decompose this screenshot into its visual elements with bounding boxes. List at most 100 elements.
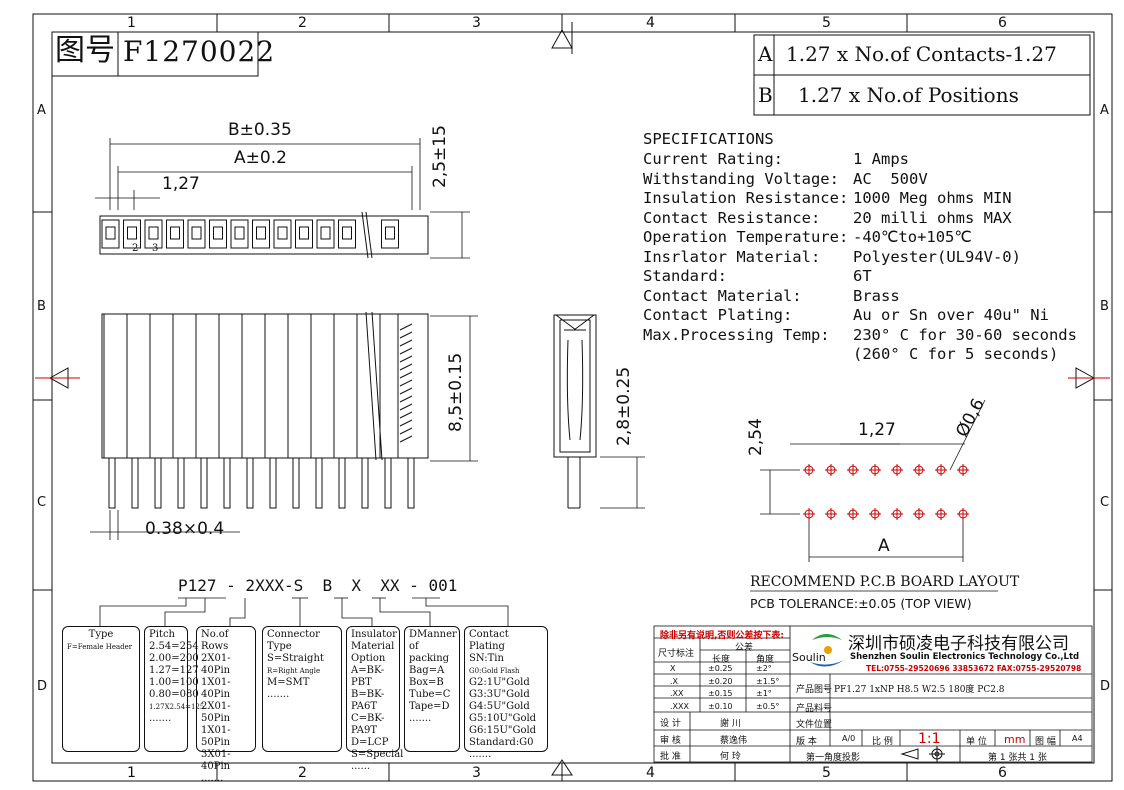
- scale: 1:1: [918, 731, 941, 747]
- column-label: 6: [998, 765, 1007, 781]
- pin: [200, 457, 208, 509]
- contact-cell: [123, 219, 141, 249]
- len-label: 长度: [712, 655, 731, 665]
- approve-name: 何 玲: [720, 752, 741, 762]
- row-label: B: [1100, 299, 1109, 314]
- row-label: B: [37, 299, 46, 314]
- tol-cell: ±0.15: [708, 689, 733, 698]
- option-title: No.of Rows: [201, 629, 229, 652]
- spec-key: Contact Material:: [643, 286, 802, 305]
- option-line: .......: [469, 749, 492, 760]
- tol-cell: ±2°: [756, 664, 772, 673]
- tol-note: 除非另有说明,否则公差按下表:: [660, 631, 785, 641]
- column-label: 6: [998, 15, 1007, 31]
- spec-key: Current Rating:: [643, 150, 783, 168]
- tol-cell: .X: [670, 676, 679, 686]
- column-label: 3: [472, 765, 481, 781]
- option-line: .......: [409, 713, 432, 724]
- tol-header: 公差: [735, 643, 754, 653]
- spec-value: (260° C for 5 seconds): [853, 345, 1059, 363]
- option-line: 2.54=254: [149, 641, 199, 652]
- tol-cell: ±1°: [756, 689, 772, 698]
- tol-cell: ±0.5°: [756, 701, 780, 711]
- spec-key: Operation Temperature:: [643, 228, 849, 246]
- spec-key: Withstanding Voltage:: [643, 169, 839, 188]
- contact-hole: [213, 226, 223, 240]
- formula-text-b: 1.27 x No.of Positions: [798, 83, 1019, 107]
- spec-value: Brass: [853, 286, 900, 305]
- pin: [407, 457, 415, 509]
- side-view: [553, 314, 597, 509]
- pin: [108, 457, 116, 509]
- spec-value: 230° C for 30-60 seconds: [853, 325, 1077, 344]
- option-line: B=BK-PA6T: [351, 689, 385, 712]
- contact-hole: [256, 226, 266, 240]
- spec-value: 6T: [853, 267, 872, 285]
- pcb-layout-title: RECOMMEND P.C.B BOARD LAYOUT: [750, 574, 1020, 590]
- contact-hole: [320, 226, 331, 240]
- contact-hole: [385, 226, 395, 240]
- option-line: .......: [201, 773, 224, 784]
- column-label: 1: [127, 15, 136, 31]
- contact-cell: [316, 219, 335, 249]
- spec-key: Standard:: [643, 267, 727, 285]
- pin: [338, 457, 346, 509]
- option-line: G2:1U"Gold: [469, 677, 530, 688]
- option-title: Type: [88, 629, 114, 640]
- option-line: 1.27X2.54=125: [149, 703, 205, 711]
- option-line: Standard:G0: [469, 737, 534, 748]
- tol-cell: X: [670, 664, 676, 673]
- tol-cell: ±0.25: [708, 664, 733, 673]
- pin: [131, 457, 139, 509]
- column-label: 1: [127, 765, 136, 781]
- dim-body-h: 8,5±0.15: [446, 352, 466, 432]
- option-line: Tube=C: [409, 689, 451, 700]
- pin-num-2: 2: [132, 243, 139, 254]
- dim-pcb-pitch: 1,27: [858, 420, 896, 440]
- company-en: Shenzhen Soulin Electronics Technology C…: [850, 652, 1080, 662]
- option-line: .......: [149, 713, 172, 724]
- spec-value: 1000 Meg ohms MIN: [853, 189, 1012, 207]
- column-label: 2: [298, 15, 307, 31]
- option-line: G6:15U"Gold: [469, 725, 537, 736]
- option-title: Pitch: [149, 629, 175, 640]
- row-label: A: [37, 103, 46, 118]
- contact-hole: [277, 226, 288, 240]
- spec-value: AC 500V: [853, 169, 928, 188]
- part-code: P127 - 2XXX-S B X XX - 001: [178, 576, 458, 595]
- page-label: 第 1 张共 1 张: [988, 753, 1047, 763]
- product-no-label: 产品图号: [796, 685, 833, 695]
- pin: [223, 457, 231, 509]
- version: A/0: [842, 734, 856, 743]
- contact-hole: [234, 226, 245, 240]
- option-title: Insulator Material Option: [351, 629, 397, 664]
- contact-cell: [381, 219, 399, 249]
- contact-cell: [230, 219, 249, 249]
- contact-hole: [127, 226, 137, 240]
- pin: [269, 457, 277, 509]
- pin-num-3: 3: [152, 243, 159, 254]
- ang-label: 角度: [756, 655, 775, 665]
- option-line: ......: [351, 761, 371, 772]
- row-label: C: [1100, 495, 1110, 510]
- pin: [361, 457, 369, 509]
- option-line: F=Female Header: [67, 643, 133, 651]
- option-line: A=BK-PBT: [351, 665, 385, 688]
- tol-cell: ±0.20: [708, 676, 733, 686]
- dim-a: A±0.2: [234, 148, 287, 168]
- option-line: 1.27=127: [149, 665, 199, 676]
- spec-value: Au or Sn over 40u" Ni: [853, 306, 1049, 324]
- column-label: 5: [822, 765, 831, 781]
- size-label-2: 图 幅: [1035, 737, 1056, 747]
- product-no: PF1.27 1xNP H8.5 W2.5 180度 PC2.8: [834, 685, 1005, 695]
- column-label: 2: [298, 765, 307, 781]
- tol-cell: .XXX: [670, 701, 689, 711]
- dim-pin-w: 0.38×0.4: [145, 519, 225, 539]
- contact-cell: [209, 219, 227, 249]
- dim-pcb-row: 2,54: [746, 418, 766, 456]
- pcb-tolerance: PCB TOLERANCE:±0.05 (TOP VIEW): [750, 596, 972, 611]
- option-line: 0.80=080: [149, 689, 199, 700]
- option-title: DManner of packing: [409, 629, 457, 664]
- option-line: 2.00=200: [149, 653, 199, 664]
- dim-b: B±0.35: [228, 120, 292, 140]
